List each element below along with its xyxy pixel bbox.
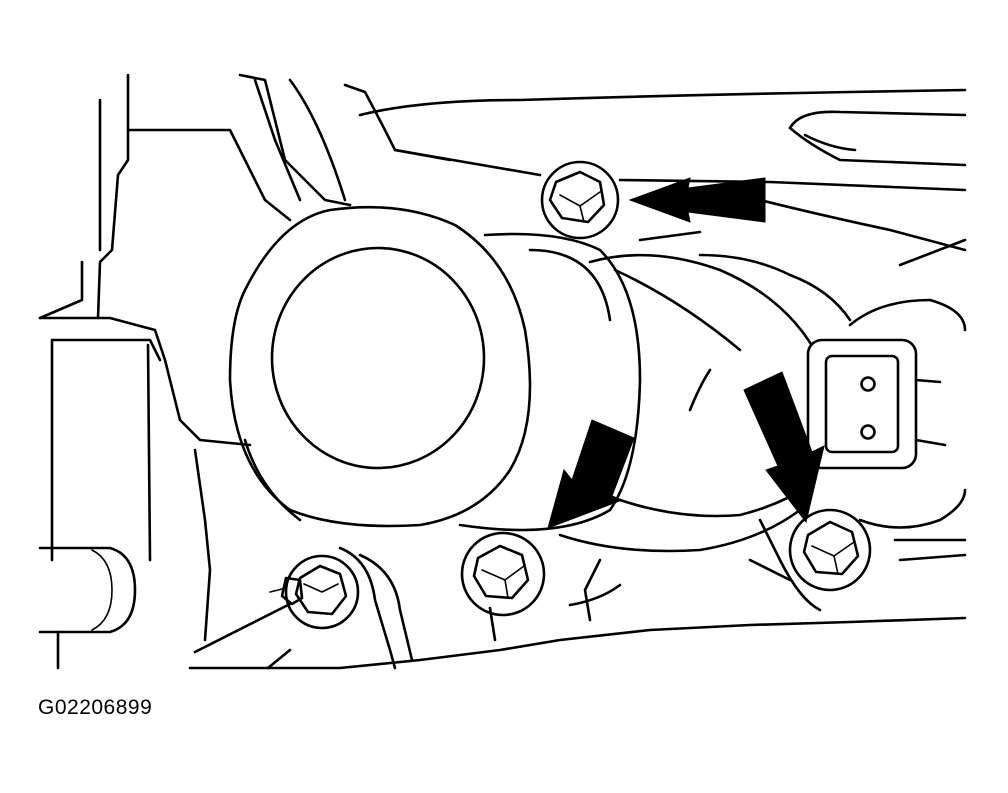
- callout-arrows: [547, 177, 825, 529]
- lower-right-bolt: [788, 508, 872, 592]
- arrow-top-bolt: [628, 177, 766, 223]
- figure-code: G02206899: [38, 696, 153, 719]
- arrow-lower-right-bolt: [743, 371, 825, 524]
- arrow-lower-left-bolt: [547, 419, 635, 529]
- sensor-connector: [806, 298, 967, 529]
- temperature-sender-fitting: [193, 546, 414, 670]
- lower-left-bolt: [460, 531, 546, 617]
- top-bolt: [540, 160, 620, 240]
- engine-block-outline: [38, 73, 967, 670]
- coolant-outlet-cap: [228, 205, 532, 528]
